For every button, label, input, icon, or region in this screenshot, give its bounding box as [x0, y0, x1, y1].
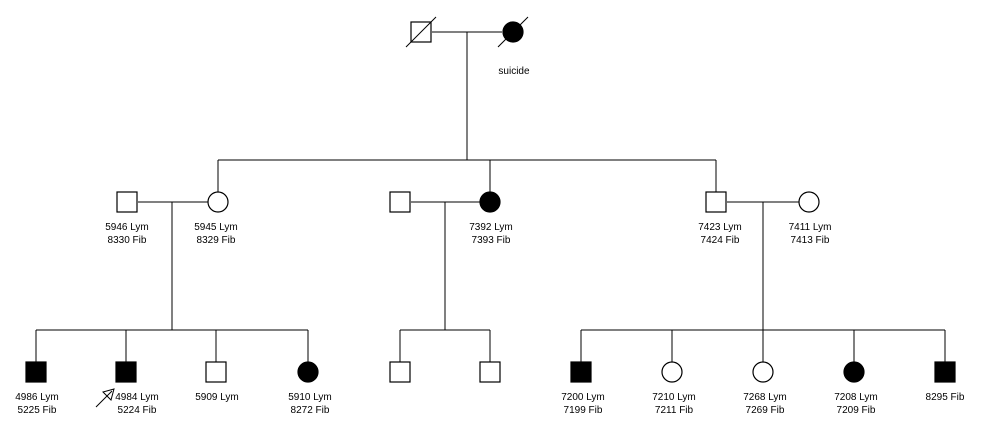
gen3-a-child-0-label-1: 5225 Fib: [18, 405, 57, 416]
gen3-a-child-2-label-0: 5909 Lym: [195, 392, 239, 403]
gen3-c-child-1-label-1: 7211 Fib: [655, 405, 694, 416]
gen2-c-male-label-1: 7424 Fib: [701, 235, 740, 246]
gen3-c-child-4-square: [934, 361, 956, 383]
gen2-c-female-label-1: 7413 Fib: [791, 235, 830, 246]
gen3-c-child-0-label-0: 7200 Lym: [561, 392, 605, 403]
gen2-b-male-square: [389, 191, 411, 213]
gen1-mother-label-0: suicide: [498, 66, 530, 77]
gen2-b-female-circle: [479, 191, 501, 213]
gen3-a-child-2-square: [205, 361, 227, 383]
gen2-c-male-label-0: 7423 Lym: [698, 222, 742, 233]
gen2-c-female-label-0: 7411 Lym: [789, 222, 832, 233]
gen3-a-child-3-label-1: 8272 Fib: [291, 405, 330, 416]
gen3-a-child-1-label-0: 4984 Lym: [115, 392, 159, 403]
gen2-a-male-label-1: 8330 Fib: [108, 235, 147, 246]
gen3-c-child-0-label-1: 7199 Fib: [564, 405, 603, 416]
gen3-b-child-1-square: [479, 361, 501, 383]
gen2-a-male-label-0: 5946 Lym: [105, 222, 149, 233]
gen2-a-female-label-0: 5945 Lym: [194, 222, 238, 233]
gen3-a-child-1-proband-arrow-head: [102, 388, 115, 401]
gen3-c-child-1-circle: [661, 361, 683, 383]
gen2-a-male-square: [116, 191, 138, 213]
gen2-c-female-circle: [798, 191, 820, 213]
gen2-a-female-circle: [207, 191, 229, 213]
gen3-c-child-3-circle: [843, 361, 865, 383]
gen3-c-child-2-label-1: 7269 Fib: [746, 405, 785, 416]
pedigree-labels: suicide 5946 Lym 8330 Fib 5945 Lym 8329 Fib 7…: [15, 66, 965, 416]
gen3-a-child-0-square: [25, 361, 47, 383]
pedigree-lines: [35, 31, 946, 362]
gen3-a-child-1-label-1: 5224 Fib: [118, 405, 157, 416]
gen1-mother-deceased-slash: [497, 16, 529, 48]
gen2-b-female-label-1: 7393 Fib: [472, 235, 511, 246]
gen1-father-deceased-slash: [405, 16, 437, 48]
gen3-a-child-1-square: [115, 361, 137, 383]
gen3-a-child-3-circle: [297, 361, 319, 383]
gen3-c-child-3-label-1: 7209 Fib: [837, 405, 876, 416]
gen2-b-female-label-0: 7392 Lym: [469, 222, 513, 233]
gen3-a-child-1-proband-arrow-shaft: [95, 390, 113, 408]
gen3-c-child-2-label-0: 7268 Lym: [743, 392, 787, 403]
gen3-c-child-0-square: [570, 361, 592, 383]
gen3-a-child-0-label-0: 4986 Lym: [15, 392, 59, 403]
gen3-c-child-3-label-0: 7208 Lym: [834, 392, 878, 403]
gen3-c-child-2-circle: [752, 361, 774, 383]
gen3-b-child-0-square: [389, 361, 411, 383]
gen3-c-child-1-label-0: 7210 Lym: [652, 392, 696, 403]
pedigree-symbols: [25, 16, 956, 408]
gen3-c-child-4-label-0: 8295 Fib: [926, 392, 965, 403]
gen3-a-child-3-label-0: 5910 Lym: [288, 392, 332, 403]
gen2-a-female-label-1: 8329 Fib: [197, 235, 236, 246]
gen2-c-male-square: [705, 191, 727, 213]
